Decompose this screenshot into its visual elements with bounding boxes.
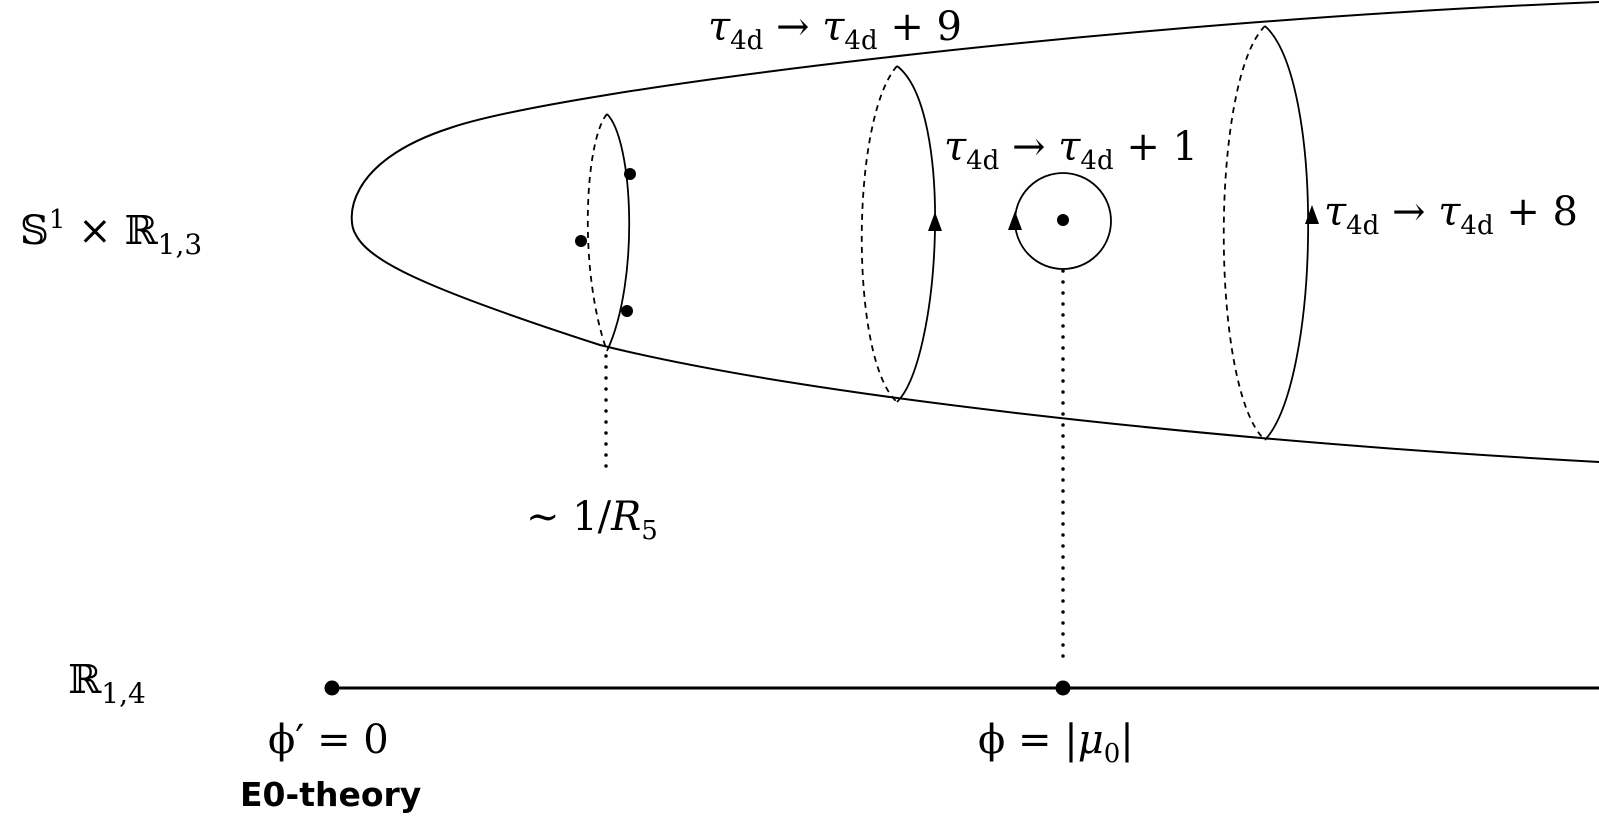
cross-section-small xyxy=(575,113,636,472)
arrowhead-up-icon xyxy=(1305,205,1319,224)
cross-section-middle xyxy=(860,65,942,403)
label-phi-prime: ϕ′ = 0 xyxy=(268,717,389,763)
label-shift-8: τ4d → τ4d + 8 xyxy=(1324,189,1578,241)
base-point-mu xyxy=(1055,680,1071,696)
label-radius: ∼ 1/R5 xyxy=(526,494,658,546)
cross-section-large xyxy=(1222,25,1319,441)
arrowhead-up-icon xyxy=(928,212,942,231)
label-shift-9: τ4d → τ4d + 9 xyxy=(708,4,962,56)
point-marker xyxy=(624,168,636,180)
tube-outline xyxy=(350,1,1599,463)
label-shift-1: τ4d → τ4d + 1 xyxy=(944,124,1198,176)
cross-section-small-back xyxy=(586,113,608,352)
arrowhead-up-icon xyxy=(1008,211,1022,230)
base-point-origin xyxy=(324,680,340,696)
label-phi-mu: ϕ = |μ0| xyxy=(978,717,1134,769)
point-marker xyxy=(621,305,633,317)
cross-section-large-front xyxy=(1264,25,1310,441)
cross-section-small-front xyxy=(606,113,631,352)
loop-around-point xyxy=(1008,172,1112,668)
label-space-product: 𝕊1 × ℝ1,3 xyxy=(20,205,202,261)
cross-section-large-back xyxy=(1222,25,1266,441)
base-line xyxy=(324,680,1599,696)
label-e0-theory: E0-theory xyxy=(240,775,421,814)
cross-section-middle-back xyxy=(860,65,898,403)
cross-section-middle-front xyxy=(896,65,936,403)
point-marker xyxy=(575,235,587,247)
label-space-r14: ℝ1,4 xyxy=(68,657,146,710)
puncture-point xyxy=(1057,214,1069,226)
